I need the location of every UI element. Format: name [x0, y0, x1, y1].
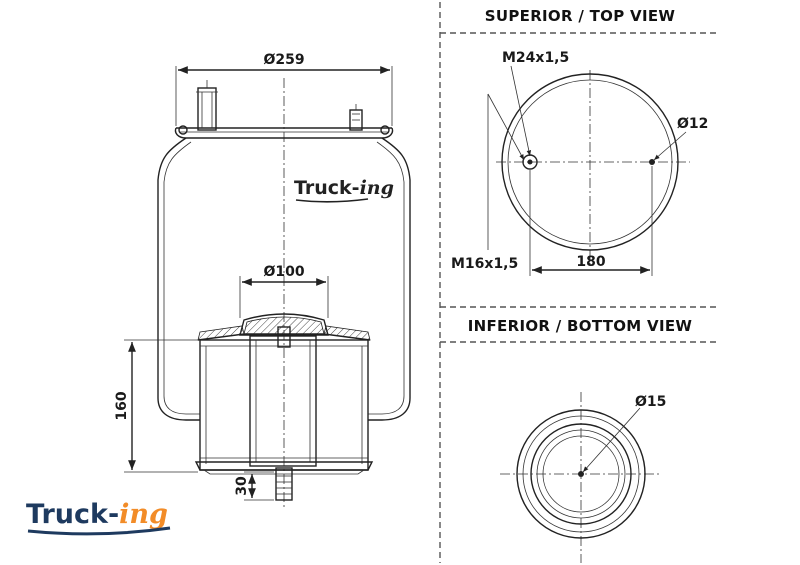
bottom-view-heading: INFERIOR / BOTTOM VIEW [468, 317, 693, 335]
svg-text:Truck-ing: Truck-ing [294, 177, 394, 199]
center-diameter-label: Ø15 [635, 394, 666, 410]
side-view-drawing [124, 66, 411, 510]
top-view-drawing [487, 65, 690, 276]
dim-piston-diameter: Ø100 [263, 264, 304, 280]
thread-side-label: M16x1,5 [451, 256, 518, 272]
brand-logo: Truck-ing [26, 499, 171, 536]
section-separators [439, 2, 720, 563]
top-view-heading: SUPERIOR / TOP VIEW [485, 7, 676, 25]
thread-top-label: M24x1,5 [502, 50, 569, 66]
body-logo: Truck-ing [294, 177, 394, 203]
dim-stud-length: 30 [234, 476, 250, 496]
bolt-spacing-label: 180 [576, 254, 605, 270]
bottom-view-drawing [500, 392, 662, 563]
dim-top-diameter: Ø259 [263, 52, 304, 68]
hole-diameter-label: Ø12 [677, 116, 708, 132]
svg-text:Truck-ing: Truck-ing [26, 499, 168, 530]
dim-height: 160 [114, 391, 130, 420]
